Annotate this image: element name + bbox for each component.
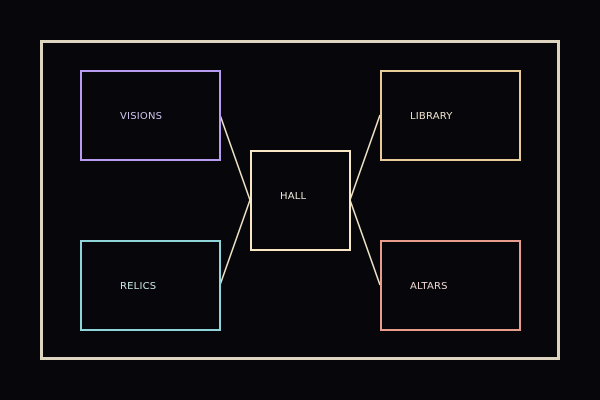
room-library[interactable]: LIBRARY	[380, 70, 521, 161]
outer-frame	[40, 40, 560, 360]
link-hall-library	[349, 114, 381, 201]
room-visions[interactable]: VISIONS	[80, 70, 221, 161]
room-label: RELICS	[120, 281, 157, 292]
link-visions-hall	[219, 114, 251, 201]
room-relics[interactable]: RELICS	[80, 240, 221, 331]
room-label: LIBRARY	[410, 111, 453, 122]
room-altars[interactable]: ALTARS	[380, 240, 521, 331]
room-label: VISIONS	[120, 111, 163, 122]
link-relics-hall	[219, 199, 251, 286]
link-hall-altars	[349, 199, 381, 286]
room-label: ALTARS	[410, 281, 448, 292]
room-hall[interactable]: HALL	[250, 150, 351, 251]
room-label: HALL	[280, 191, 307, 202]
